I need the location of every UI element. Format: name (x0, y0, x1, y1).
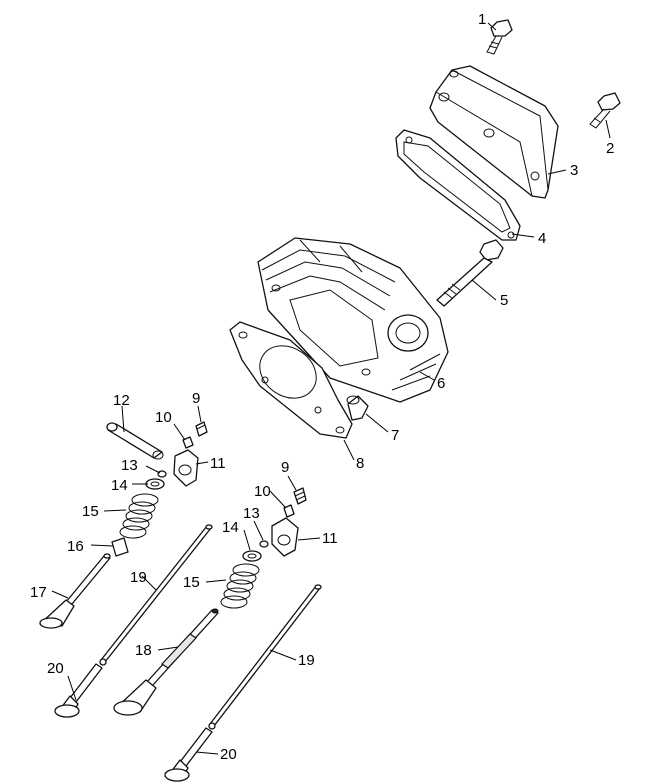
part-collet-lower (259, 540, 269, 548)
part-retainer-upper (145, 478, 165, 490)
part-cover-gasket (395, 129, 521, 241)
callout-3: 3 (570, 162, 578, 179)
part-rocker-arm-upper (173, 449, 199, 487)
part-cylinder-head (257, 237, 449, 403)
part-valve-17 (39, 553, 111, 629)
callout-9-lower: 9 (281, 459, 289, 476)
part-valve-18 (113, 608, 219, 716)
part-retainer-lower (242, 550, 262, 562)
callout-19: 19 (130, 569, 147, 586)
part-dowel (346, 395, 369, 421)
part-adjuster-screw-lower (293, 487, 307, 505)
part-valve-seal (111, 537, 129, 557)
part-tappet-upper (54, 663, 103, 718)
callout-6: 6 (437, 375, 445, 392)
part-locknut-lower (283, 504, 295, 518)
part-bolt-1 (486, 19, 513, 55)
callout-12: 12 (113, 392, 130, 409)
callout-10-lower: 10 (254, 483, 271, 500)
callout-18: 18 (135, 642, 152, 659)
part-bolt-2 (589, 92, 621, 129)
callout-1: 1 (478, 11, 486, 28)
part-tappet-lower (164, 727, 213, 782)
callout-2: 2 (606, 140, 614, 157)
part-head-bolt (436, 239, 504, 307)
callout-17: 17 (30, 584, 47, 601)
callout-11: 11 (210, 455, 226, 472)
callout-10: 10 (155, 409, 172, 426)
part-collet-upper (157, 470, 167, 478)
part-rocker-shaft (106, 422, 164, 460)
callout-labels: 1 2 3 4 5 6 7 8 9 10 11 12 13 14 15 16 1… (30, 11, 614, 763)
callout-13-lower: 13 (243, 505, 260, 522)
callout-15-lower: 15 (183, 574, 200, 591)
callout-20-lower: 20 (220, 746, 237, 763)
callout-5: 5 (500, 292, 508, 309)
callout-9: 9 (192, 390, 200, 407)
leader-lines (51, 22, 611, 755)
callout-20: 20 (47, 660, 64, 677)
callout-13: 13 (121, 457, 138, 474)
callout-15: 15 (82, 503, 99, 520)
callout-19-lower: 19 (298, 652, 315, 669)
part-valve-cover (429, 65, 559, 199)
part-valve-spring-upper (119, 493, 159, 539)
callout-14-lower: 14 (222, 519, 239, 536)
callout-16: 16 (67, 538, 84, 555)
part-rocker-arm-lower (271, 517, 299, 557)
part-head-gasket (229, 321, 353, 439)
callout-8: 8 (356, 455, 364, 472)
part-valve-spring-lower (220, 563, 260, 609)
callout-4: 4 (538, 230, 546, 247)
part-push-rod-upper (99, 524, 213, 666)
part-adjuster-screw-upper (195, 421, 208, 437)
callout-7: 7 (391, 427, 399, 444)
callout-14: 14 (111, 477, 128, 494)
part-push-rod-lower (208, 584, 322, 730)
callout-11-lower: 11 (322, 530, 338, 547)
part-locknut-upper (182, 436, 194, 449)
